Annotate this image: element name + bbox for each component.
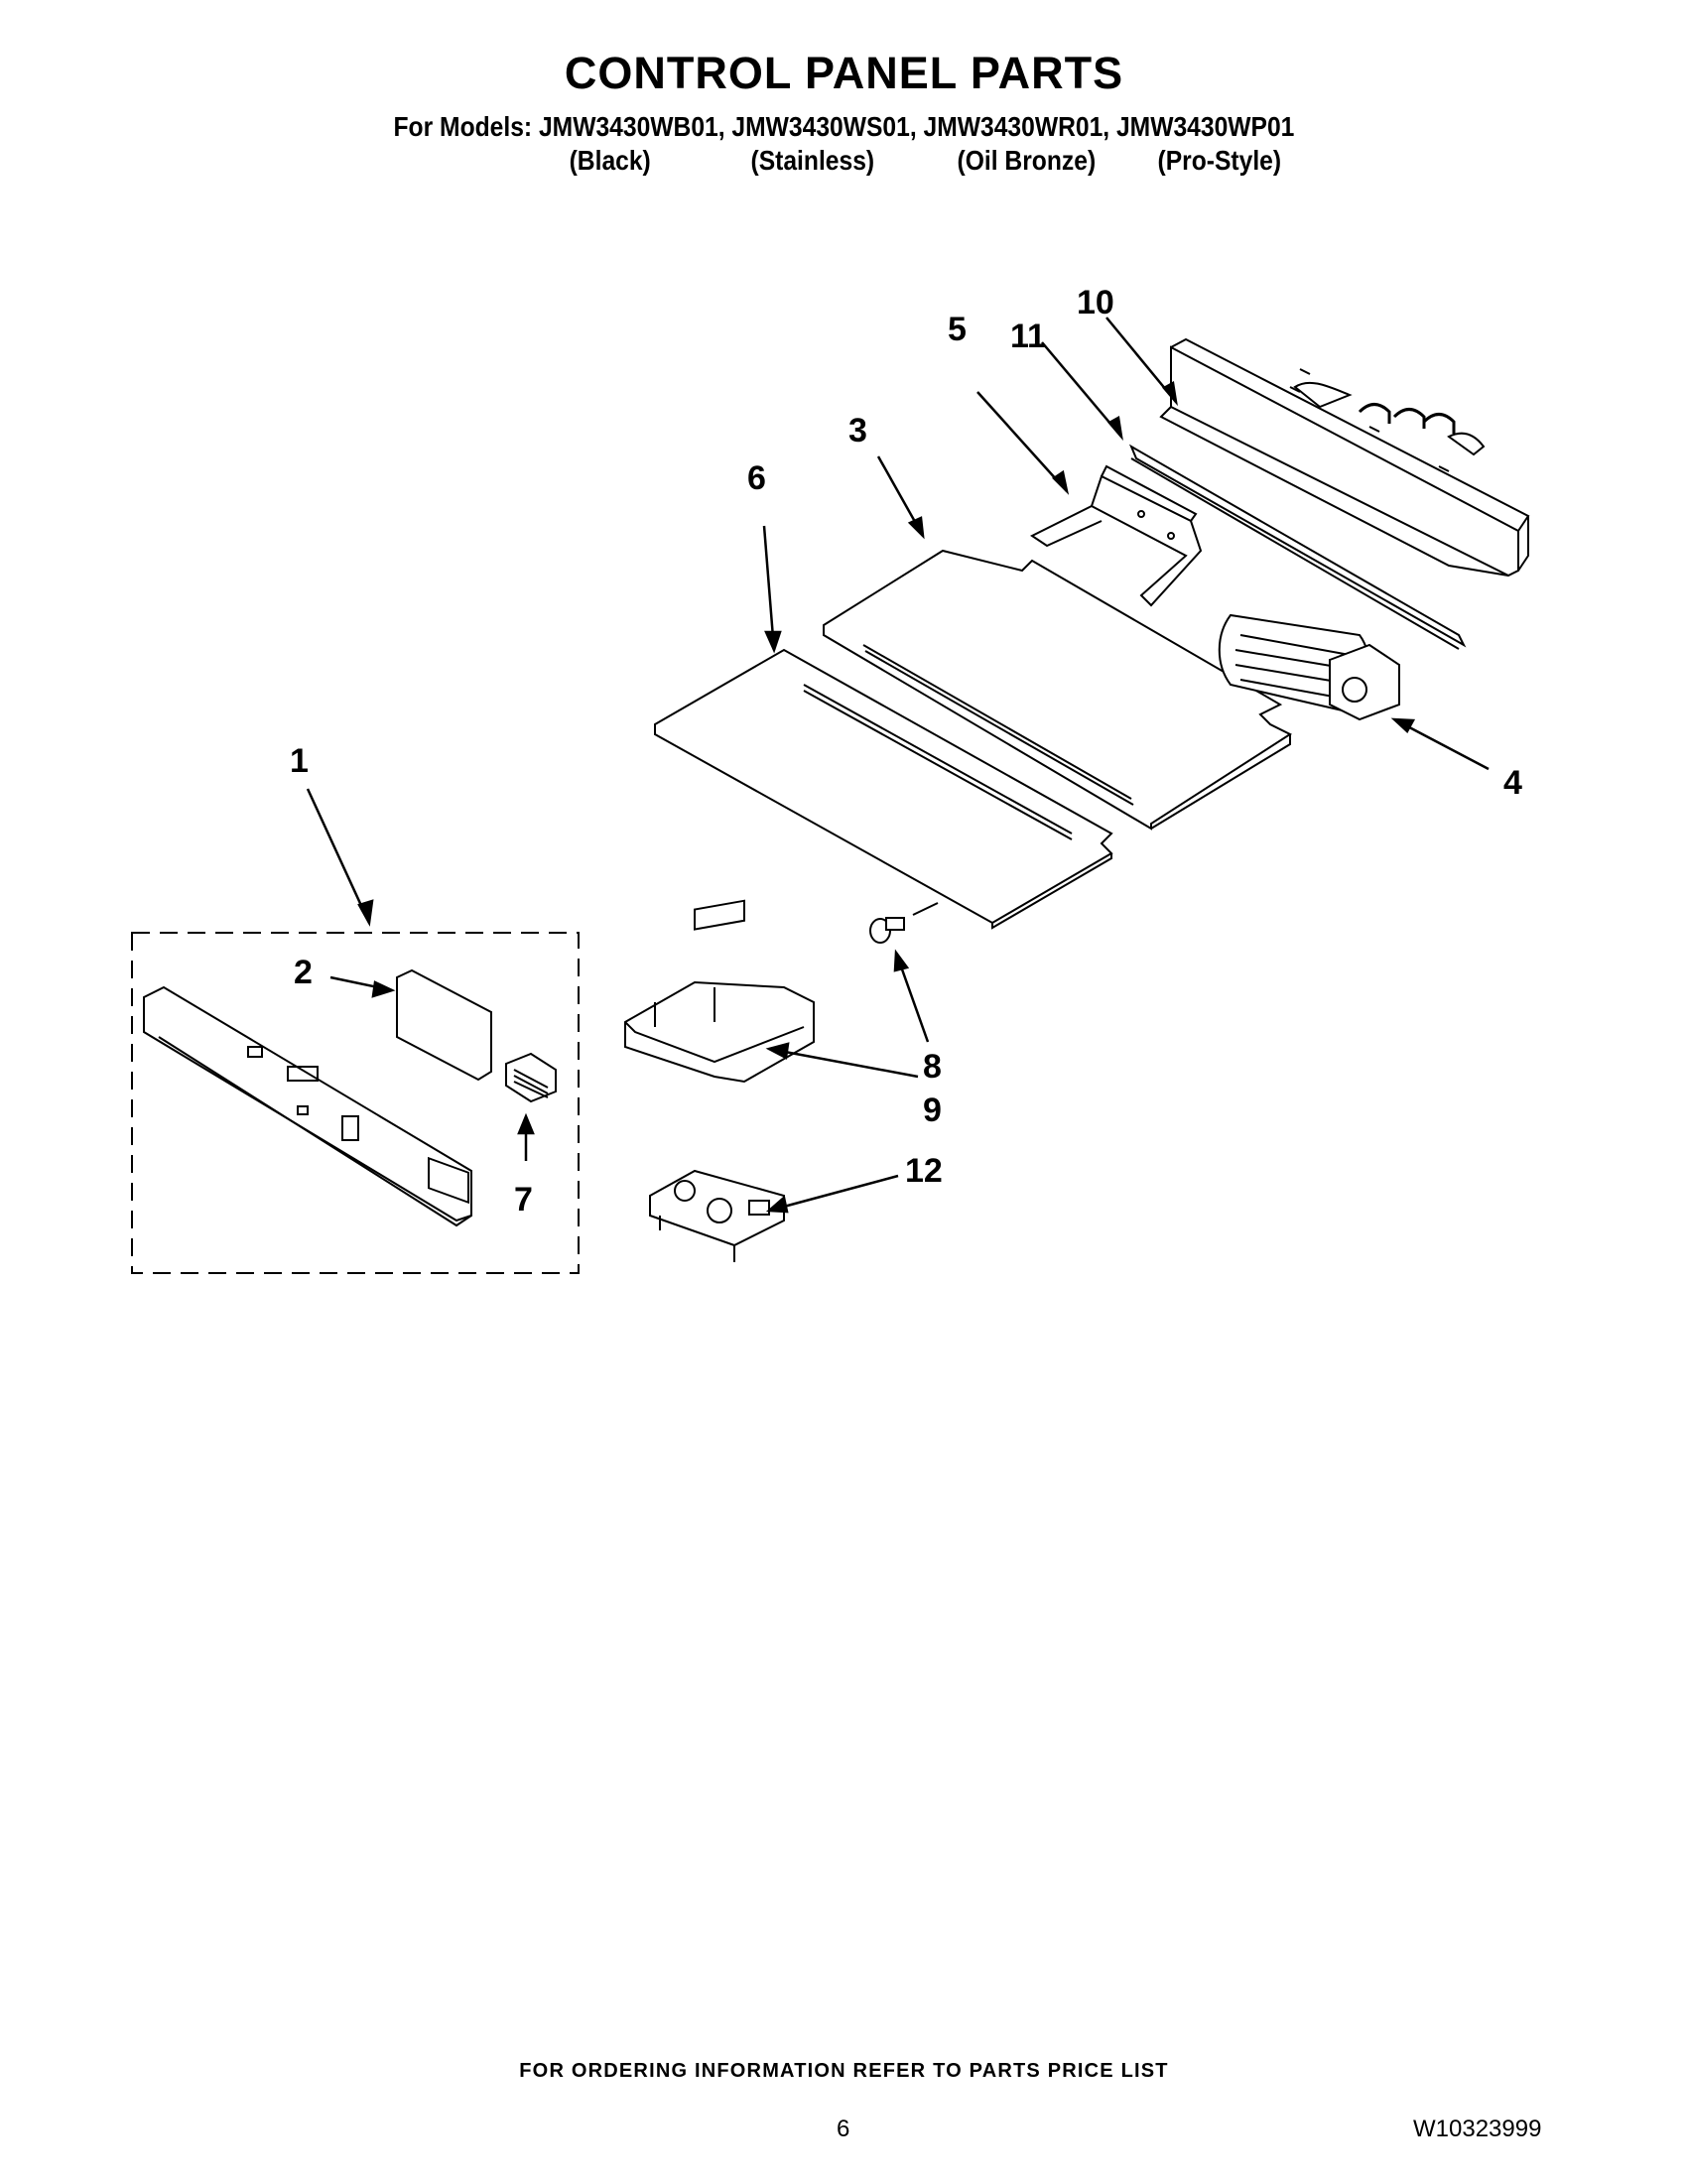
callout-6: 6 (747, 459, 766, 497)
variant-stainless: (Stainless) (750, 145, 875, 176)
callout-leaders (306, 317, 1490, 1214)
part-3-panel (823, 549, 1293, 831)
callout-12: 12 (905, 1152, 943, 1190)
part-11-strip (1128, 444, 1467, 650)
part-6-panel (654, 648, 1113, 930)
callout-3: 3 (848, 412, 867, 450)
callout-1: 1 (290, 742, 309, 780)
part-1-assembly-box (131, 932, 580, 1274)
page-number: 6 (837, 2116, 850, 2142)
callout-7: 7 (514, 1181, 533, 1219)
part-4-blower-fan (1218, 613, 1400, 721)
variant-black: (Black) (569, 145, 651, 176)
models-line: For Models: JMW3430WB01, JMW3430WS01, JM… (393, 111, 1295, 142)
callout-4: 4 (1503, 764, 1522, 802)
part-2-display-board (396, 968, 492, 1205)
callout-9: 9 (923, 1092, 942, 1129)
callout-11: 11 (1010, 318, 1046, 355)
part-10-rear-bracket (1159, 337, 1530, 578)
part-8-screw (869, 902, 939, 944)
part-5-bracket (1030, 464, 1203, 607)
callout-8: 8 (923, 1048, 942, 1086)
callout-5: 5 (948, 311, 967, 348)
callout-2: 2 (294, 954, 313, 991)
variant-pro-style: (Pro-Style) (1157, 145, 1282, 176)
callout-10: 10 (1077, 284, 1114, 321)
page-title: CONTROL PANEL PARTS (564, 48, 1124, 98)
control-panel-plate (143, 985, 472, 1227)
variant-oil-bronze: (Oil Bronze) (957, 145, 1097, 176)
part-9-board-bracket (624, 899, 815, 1084)
document-number: W10323999 (1413, 2116, 1542, 2142)
part-12-circuit-board (649, 1169, 785, 1262)
ordering-note: FOR ORDERING INFORMATION REFER TO PARTS … (519, 2060, 1169, 2082)
part-7-keypad (505, 1052, 557, 1103)
